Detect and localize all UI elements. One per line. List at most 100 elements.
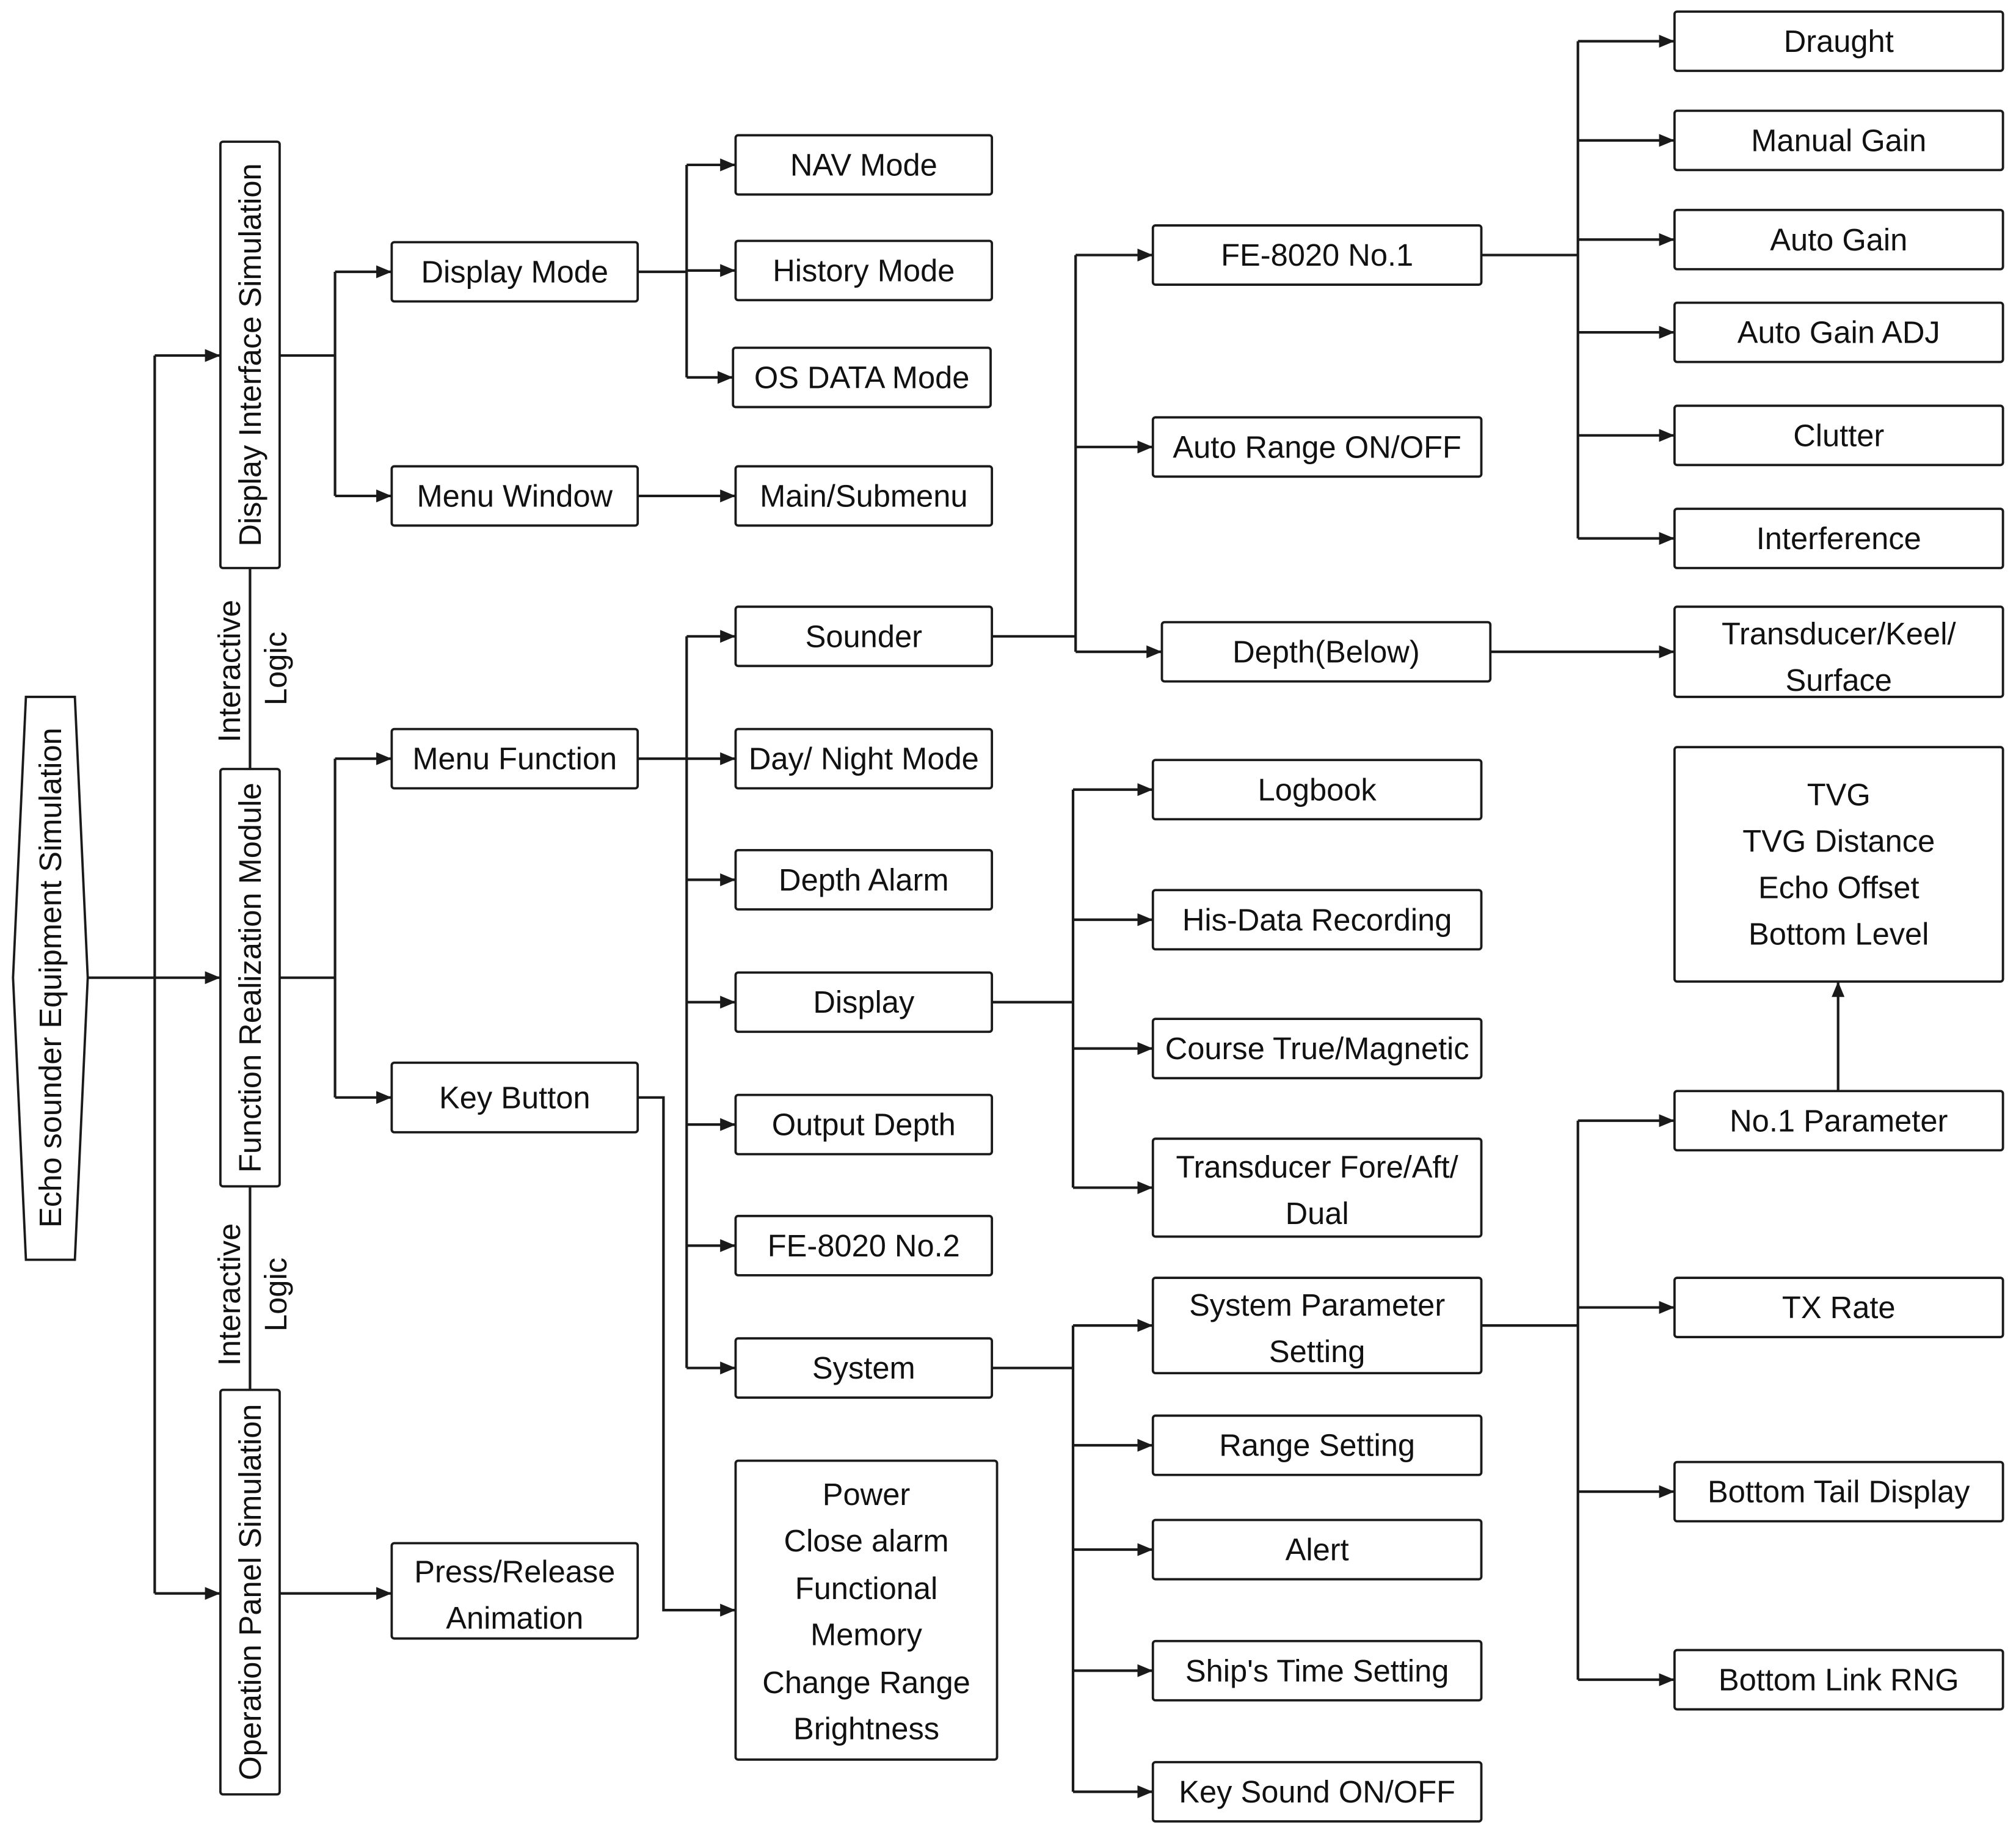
key-button-label: Key Button: [439, 1080, 591, 1115]
transducer-keel-surface-box: [1673, 605, 2004, 698]
detail-tvg: TVG: [1807, 778, 1871, 812]
node-ships-time-setting: Ship's Time Setting: [1151, 1639, 1483, 1702]
no1-parameter-details-box: [1673, 746, 2004, 983]
clutter-box: [1673, 404, 2004, 467]
system-parameter-setting-line-2: Setting: [1269, 1334, 1366, 1369]
node-os-data-mode: OS DATA Mode: [732, 346, 992, 409]
node-no1-parameter-details: TVG TVG Distance Echo Offset Bottom Leve…: [1673, 746, 2004, 983]
node-tx-rate: TX Rate: [1673, 1277, 2004, 1338]
key-sound-box: [1151, 1761, 1483, 1823]
node-press-release-animation: Press/Release Animation: [390, 1542, 639, 1640]
node-bottom-link-rng: Bottom Link RNG: [1673, 1649, 2004, 1711]
key-function-functional: Functional: [795, 1571, 938, 1606]
key-button-box: [390, 1061, 639, 1134]
node-auto-range: Auto Range ON/OFF: [1151, 416, 1483, 478]
node-bottom-tail-display: Bottom Tail Display: [1673, 1460, 2004, 1523]
os-data-mode-box: [732, 346, 992, 409]
menu-window-box: [390, 465, 639, 527]
day-night-mode-label: Day/ Night Mode: [749, 742, 979, 776]
node-course-true-magnetic: Course True/Magnetic: [1151, 1018, 1483, 1080]
menu-window-label: Menu Window: [417, 478, 613, 513]
interference-box: [1673, 508, 2004, 569]
logbook-box: [1151, 759, 1483, 821]
no1-parameter-label: No.1 Parameter: [1730, 1103, 1948, 1138]
interactive-logic-2-line-1: Interactive: [212, 1223, 247, 1366]
detail-bottom-level: Bottom Level: [1749, 916, 1929, 951]
key-function-close-alarm: Close alarm: [784, 1523, 949, 1558]
connector-display-trunk: [992, 789, 1075, 1188]
display-mode-box: [390, 241, 639, 303]
range-setting-label: Range Setting: [1219, 1428, 1415, 1463]
key-function-brightness: Brightness: [793, 1711, 939, 1746]
history-mode-label: History Mode: [773, 253, 955, 288]
node-nav-mode: NAV Mode: [734, 134, 994, 196]
display-interface-simulation-label: Display Interface Simulation: [233, 163, 267, 546]
manual-gain-box: [1673, 109, 2004, 172]
operation-panel-simulation-box: [219, 1388, 281, 1796]
menu-function-label: Menu Function: [412, 742, 617, 776]
interactive-logic-1-line-2: Logic: [258, 632, 293, 705]
ships-time-setting-box: [1151, 1639, 1483, 1702]
depth-alarm-label: Depth Alarm: [779, 862, 948, 897]
node-output-depth: Output Depth: [734, 1093, 994, 1156]
auto-gain-adj-box: [1673, 301, 2004, 363]
transducer-keel-surface-line-2: Surface: [1786, 663, 1892, 698]
depth-below-label: Depth(Below): [1232, 635, 1420, 669]
os-data-mode-label: OS DATA Mode: [754, 360, 970, 395]
interactive-logic-1-line-1: Interactive: [212, 600, 247, 742]
main-submenu-box: [734, 465, 994, 527]
fe8020-no1-label: FE-8020 No.1: [1221, 238, 1413, 272]
key-function-power: Power: [823, 1477, 911, 1512]
node-main-submenu: Main/Submenu: [734, 465, 994, 527]
alert-box: [1151, 1518, 1483, 1581]
transducer-fore-aft-dual-box: [1151, 1137, 1483, 1238]
node-display-mode: Display Mode: [390, 241, 639, 303]
tx-rate-label: TX Rate: [1782, 1290, 1896, 1325]
main-submenu-label: Main/Submenu: [760, 478, 967, 513]
key-function-memory: Memory: [810, 1617, 922, 1652]
root-box: [12, 696, 89, 1261]
transducer-fore-aft-line-1: Transducer Fore/Aft/: [1176, 1150, 1459, 1184]
node-function-realization-module: Function Realization Module: [219, 768, 281, 1188]
press-release-line-1: Press/Release: [414, 1554, 615, 1589]
display-box: [734, 971, 994, 1033]
connector-system-trunk: [992, 1325, 1075, 1792]
auto-gain-adj-label: Auto Gain ADJ: [1738, 315, 1940, 350]
node-day-night-mode: Day/ Night Mode: [734, 727, 994, 790]
node-system-parameter-setting: System Parameter Setting: [1151, 1277, 1483, 1375]
manual-gain-label: Manual Gain: [1751, 123, 1926, 158]
node-depth-alarm: Depth Alarm: [734, 848, 994, 911]
range-setting-box: [1151, 1414, 1483, 1476]
draught-box: [1673, 10, 2004, 72]
bottom-link-rng-box: [1673, 1649, 2004, 1711]
node-draught: Draught: [1673, 10, 2004, 72]
transducer-fore-aft-line-2: Dual: [1286, 1196, 1349, 1231]
depth-alarm-box: [734, 848, 994, 911]
node-auto-gain: Auto Gain: [1673, 208, 2004, 271]
day-night-mode-box: [734, 727, 994, 790]
history-mode-box: [734, 239, 994, 302]
clutter-label: Clutter: [1793, 418, 1884, 453]
bottom-link-rng-label: Bottom Link RNG: [1719, 1663, 1959, 1697]
key-sound-label: Key Sound ON/OFF: [1179, 1774, 1455, 1809]
operation-panel-simulation-label: Operation Panel Simulation: [233, 1404, 267, 1780]
node-logbook: Logbook: [1151, 759, 1483, 821]
connector-fe8020-no1-trunk: [1481, 41, 1579, 539]
interactive-logic-label-1: Interactive Logic: [212, 600, 293, 742]
key-function-change-range: Change Range: [762, 1665, 970, 1700]
node-transducer-fore-aft-dual: Transducer Fore/Aft/ Dual: [1151, 1137, 1483, 1238]
connectors: [87, 34, 1845, 1799]
interactive-logic-label-2: Interactive Logic: [212, 1223, 293, 1366]
no1-parameter-box: [1673, 1090, 2004, 1152]
his-data-recording-box: [1151, 889, 1483, 951]
node-operation-panel-simulation: Operation Panel Simulation: [219, 1388, 281, 1796]
node-sounder: Sounder: [734, 605, 994, 668]
logbook-label: Logbook: [1258, 772, 1377, 807]
interactive-logic-2-line-2: Logic: [258, 1258, 293, 1332]
bottom-tail-display-label: Bottom Tail Display: [1708, 1474, 1970, 1509]
system-parameter-setting-line-1: System Parameter: [1189, 1288, 1445, 1322]
system-box: [734, 1337, 994, 1399]
sounder-box: [734, 605, 994, 668]
press-release-animation-box: [390, 1542, 639, 1640]
